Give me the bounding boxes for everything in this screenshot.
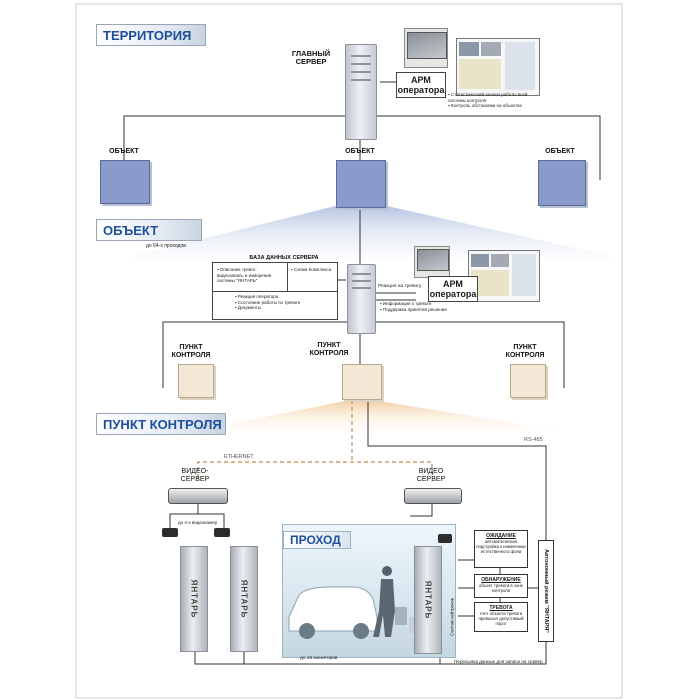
db-cell-scheme: ▪ Схема Комплекса [291, 267, 332, 272]
section-banner-checkpoint: ПУНКТ КОНТРОЛЯ [96, 413, 226, 435]
video-server-left-icon [168, 488, 228, 504]
object-box-left [100, 160, 150, 204]
db-box: ▪ Описание тревог: видеозапись и измерен… [212, 262, 338, 320]
arm-mid-bullets: ▪ Информация о тревоге ▪ Поддержка приня… [380, 301, 480, 312]
autonomous-mode-box: Автономный режим "ЯНТАРЯ" [538, 540, 554, 642]
yantar-pillar-left: ЯНТАРЬ [180, 546, 208, 652]
monitors-note: до 16 мониторов [300, 656, 338, 661]
camera-icon [162, 528, 178, 537]
object-label-center: ОБЪЕКТ [345, 148, 375, 155]
checkpoint-box-left [178, 364, 214, 398]
arm-mid-bullet: ▪ Поддержка принятия решения [380, 306, 447, 312]
arm-mid-bullet: ▪ Информация о тревоге [380, 301, 432, 306]
object-box-right [538, 160, 586, 206]
main-server-label: ГЛАВНЫЙ СЕРВЕР [291, 49, 331, 66]
arm-operator-mid-label: АРМ оператора [428, 276, 478, 302]
operator-monitor-icon [414, 246, 450, 278]
yantar-pillar-right: ЯНТАРЬ [414, 546, 442, 654]
state-box-alarm: ТРЕВОГА счет объекта тревоги превысил до… [474, 602, 528, 632]
main-server-icon [345, 44, 377, 140]
checkpoint-label-left: ПУНКТ КОНТРОЛЯ [171, 344, 211, 359]
yantar-pillar-center: ЯНТАРЬ [230, 546, 258, 652]
db-bullet: ▪ Реакция оператора [235, 294, 279, 299]
video-server-label-right: ВИДЕО СЕРВЕР [416, 468, 446, 483]
checkpoint-label-center: ПУНКТ КОНТРОЛЯ [309, 342, 349, 357]
arm-mid-reaction: Реакция на тревогу [378, 284, 422, 289]
state-box-detection: ОБНАРУЖЕНИЕ объект тревоги в зоне контро… [474, 574, 528, 598]
object-label-left: ОБЪЕКТ [109, 148, 139, 155]
arm-top-bullet: ▪ Контроль обстановки на объектах [448, 103, 522, 108]
object-box-center [336, 160, 386, 208]
cameras-note: до 4-х видеокамер [178, 520, 218, 525]
checkpoint-box-right [510, 364, 546, 398]
video-server-label-left: ВИДЕО- СЕРВЕР [180, 468, 210, 483]
operator-screen-image [468, 250, 540, 302]
object-server-icon [347, 264, 376, 334]
db-bullets: ▪ Реакция оператора ▪ Состояние работы п… [235, 294, 331, 311]
object-capacity-note: до 64-х проходов [146, 243, 186, 249]
state-box-waiting: ОЖИДАНИЕ автоматическая подстройка к изм… [474, 530, 528, 568]
arm-top-bullets: ▪ Статистический анализ работы всей сист… [448, 92, 538, 109]
passage-title: ПРОХОД [283, 531, 351, 549]
checkpoint-label-right: ПУНКТ КОНТРОЛЯ [505, 344, 545, 359]
camera-icon [214, 528, 230, 537]
sensor-label: Счетчик нейтронов [449, 597, 455, 637]
checkpoint-box-center [342, 364, 382, 400]
camera-icon [438, 534, 452, 543]
db-title: БАЗА ДАННЫХ СЕРВЕРА [249, 255, 319, 261]
db-bullet: ▪ Документы [235, 305, 262, 310]
sensor-label-holder: Счетчик нейтронов [448, 588, 456, 646]
operator-monitor-icon [404, 28, 448, 68]
section-banner-territory: ТЕРРИТОРИЯ [96, 24, 206, 46]
object-label-right: ОБЪЕКТ [545, 148, 575, 155]
db-bullet: ▪ Состояние работы по тревоге [235, 299, 301, 305]
transfer-note: Пересылка данных для записи на сервер [454, 659, 543, 664]
video-server-right-icon [404, 488, 462, 504]
operator-screen-image [456, 38, 540, 96]
section-banner-object: ОБЪЕКТ [96, 219, 202, 241]
arm-top-bullet: ▪ Статистический анализ работы всей сист… [448, 92, 528, 103]
arm-operator-top-label: АРМ оператора [396, 72, 446, 98]
autonomous-mode-label: Автономный режим "ЯНТАРЯ" [543, 549, 549, 633]
rs485-label: RS-485 [524, 437, 543, 443]
db-cell-description: ▪ Описание тревог: видеозапись и измерен… [217, 267, 272, 283]
ethernet-label: ETHERNET [224, 454, 254, 460]
